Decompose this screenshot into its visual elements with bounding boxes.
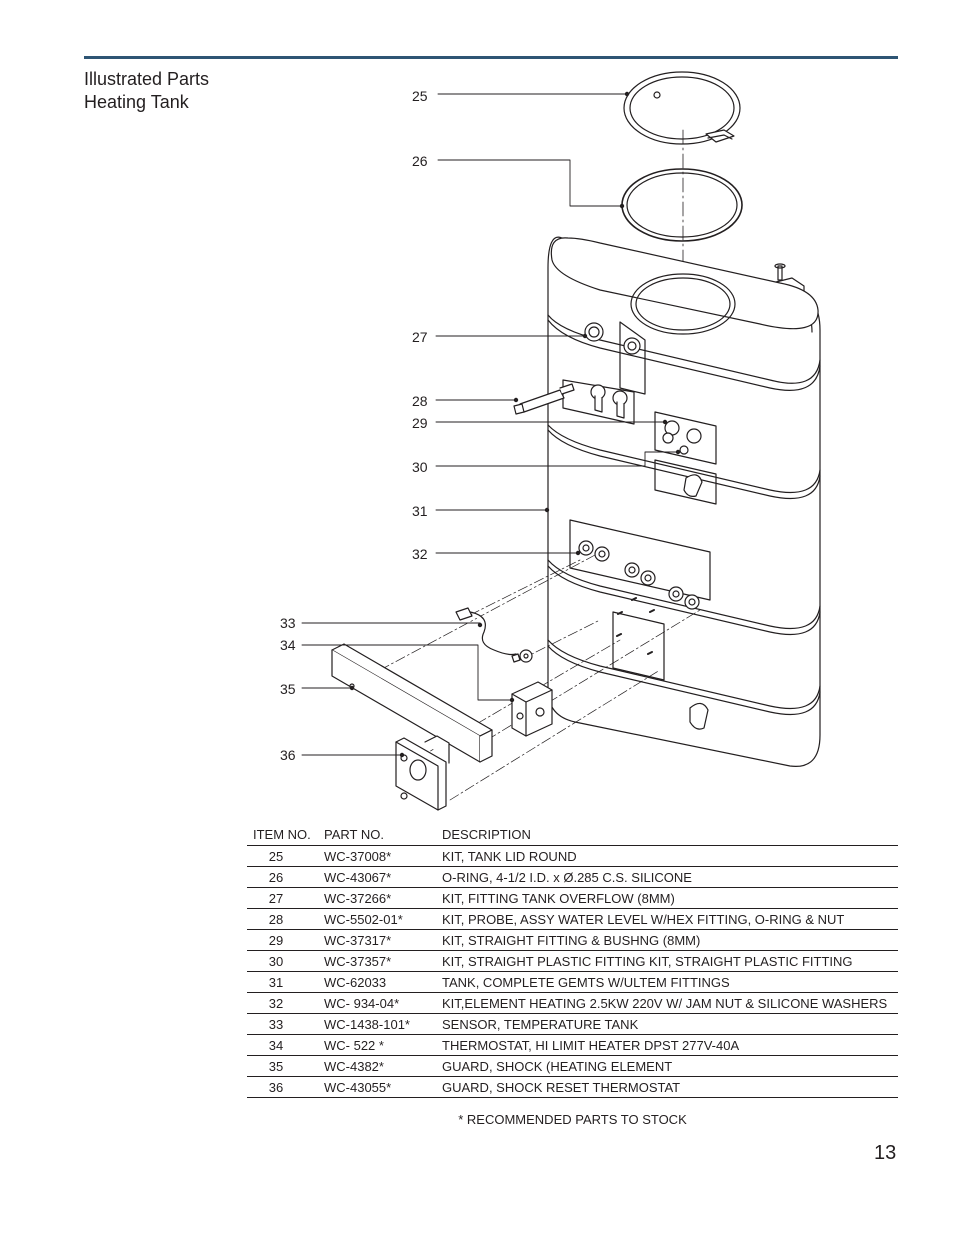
page-number: 13	[874, 1142, 897, 1164]
table-row: 31 WC-62033 TANK, COMPLETE GEMTS W/ULTEM F…	[247, 972, 898, 993]
o-ring	[621, 168, 743, 242]
table-row: 28 WC-5502-01* KIT, PROBE, ASSY WATER LEVE…	[247, 909, 898, 930]
table-row: 29 WC-37317* KIT, STRAIGHT FITTING & BUSHN…	[247, 930, 898, 951]
item-no-cell: 33	[268, 1017, 284, 1032]
part-no-cell: WC- 522 *	[324, 1038, 384, 1053]
callout-leaders	[301, 93, 679, 756]
table-row: 30 WC-37357* KIT, STRAIGHT PLASTIC FITTING…	[247, 951, 898, 972]
description-cell: KIT,ELEMENT HEATING 2.5KW 220V W/ JAM NU…	[442, 996, 888, 1011]
item-no-cell: 31	[268, 975, 284, 990]
table-header: ITEM NO. PART NO. DESCRIPTION	[247, 824, 898, 846]
callout-34: 34	[280, 637, 296, 653]
callout-36: 36	[280, 747, 296, 763]
footnote: * RECOMMENDED PARTS TO STOCK	[458, 1112, 687, 1127]
exploded-parts-diagram: 25 26 27 28 29 30 31 32 33 34 35 36	[280, 71, 821, 811]
callout-33: 33	[280, 615, 296, 631]
description-cell: TANK, COMPLETE GEMTS W/ULTEM FITTINGS	[442, 975, 730, 990]
description-cell: SENSOR, TEMPERATURE TANK	[442, 1017, 639, 1032]
item-no-cell: 29	[268, 933, 284, 948]
table-row: 35 WC-4382* GUARD, SHOCK (HEATING ELEMENT	[247, 1056, 898, 1077]
part-no-cell: WC-43067*	[324, 870, 392, 885]
table-row: 36 WC-43055* GUARD, SHOCK RESET THERMOSTAT	[247, 1077, 898, 1098]
parts-table: ITEM NO. PART NO. DESCRIPTION 25 WC-37008…	[247, 824, 898, 1127]
callout-28: 28	[412, 393, 428, 409]
part-no-cell: WC-43055*	[324, 1080, 392, 1095]
callout-29: 29	[412, 415, 428, 431]
table-row: 26 WC-43067* O-RING, 4-1/2 I.D. x Ø.285 C.…	[247, 867, 898, 888]
water-level-probe	[513, 383, 575, 415]
element-shock-guard	[331, 643, 493, 763]
callout-30: 30	[412, 459, 428, 475]
item-no-cell: 32	[268, 996, 284, 1011]
callout-numbers: 25 26 27 28 29 30 31 32 33 34 35 36	[280, 88, 428, 763]
tank-body	[547, 236, 821, 767]
tank-lid	[623, 71, 741, 145]
part-no-cell: WC- 934-04*	[324, 996, 400, 1011]
part-no-cell: WC-1438-101*	[324, 1017, 410, 1032]
item-no-cell: 25	[268, 849, 284, 864]
section-title-line-1: Illustrated Parts	[84, 69, 210, 89]
item-no-cell: 30	[268, 954, 284, 969]
description-cell: KIT, FITTING TANK OVERFLOW (8MM)	[442, 891, 675, 906]
callout-32: 32	[412, 546, 428, 562]
description-cell: KIT, TANK LID ROUND	[442, 849, 577, 864]
part-no-cell: WC-62033	[324, 975, 387, 990]
part-no-cell: WC-37357*	[324, 954, 392, 969]
table-row: 27 WC-37266* KIT, FITTING TANK OVERFLOW (8…	[247, 888, 898, 909]
callout-35: 35	[280, 681, 296, 697]
item-no-cell: 28	[268, 912, 284, 927]
thermostat-shock-guard	[395, 735, 450, 811]
item-no-cell: 34	[268, 1038, 284, 1053]
callout-25: 25	[412, 88, 428, 104]
description-cell: GUARD, SHOCK (HEATING ELEMENT	[442, 1059, 673, 1074]
table-row: 25 WC-37008* KIT, TANK LID ROUND	[247, 846, 898, 867]
element-studs	[616, 597, 655, 655]
part-no-cell: WC-4382*	[324, 1059, 384, 1074]
header-part-no: PART NO.	[324, 827, 384, 842]
part-no-cell: WC-37266*	[324, 891, 392, 906]
description-cell: KIT, STRAIGHT FITTING & BUSHNG (8MM)	[442, 933, 701, 948]
table-body: 25 WC-37008* KIT, TANK LID ROUND 26 WC-43067…	[247, 846, 898, 1098]
table-row: 32 WC- 934-04* KIT,ELEMENT HEATING 2.5KW 2…	[247, 993, 898, 1014]
header-description: DESCRIPTION	[442, 827, 531, 842]
part-no-cell: WC-37317*	[324, 933, 392, 948]
table-row: 34 WC- 522 * THERMOSTAT, HI LIMIT HEATER D…	[247, 1035, 898, 1056]
hi-limit-thermostat	[511, 681, 553, 737]
section-title-line-2: Heating Tank	[84, 92, 189, 112]
table-row: 33 WC-1438-101* SENSOR, TEMPERATURE TANK	[247, 1014, 898, 1035]
tank-fittings	[578, 322, 709, 730]
callout-27: 27	[412, 329, 428, 345]
callout-31: 31	[412, 503, 428, 519]
description-cell: KIT, STRAIGHT PLASTIC FITTING KIT, STRAI…	[442, 954, 853, 969]
callout-dots	[349, 91, 681, 758]
part-no-cell: WC-5502-01*	[324, 912, 403, 927]
description-cell: GUARD, SHOCK RESET THERMOSTAT	[442, 1080, 681, 1095]
top-rule	[84, 56, 898, 59]
header-item-no: ITEM NO.	[253, 827, 311, 842]
part-no-cell: WC-37008*	[324, 849, 392, 864]
temperature-sensor	[455, 607, 533, 663]
section-title: Illustrated Parts Heating Tank	[84, 68, 209, 114]
item-no-cell: 27	[268, 891, 284, 906]
description-cell: THERMOSTAT, HI LIMIT HEATER DPST 277V-40…	[442, 1038, 740, 1053]
item-no-cell: 36	[268, 1080, 284, 1095]
description-cell: KIT, PROBE, ASSY WATER LEVEL W/HEX FITTI…	[442, 912, 845, 927]
item-no-cell: 35	[268, 1059, 284, 1074]
description-cell: O-RING, 4-1/2 I.D. x Ø.285 C.S. SILICONE	[442, 870, 692, 885]
callout-26: 26	[412, 153, 428, 169]
item-no-cell: 26	[268, 870, 284, 885]
